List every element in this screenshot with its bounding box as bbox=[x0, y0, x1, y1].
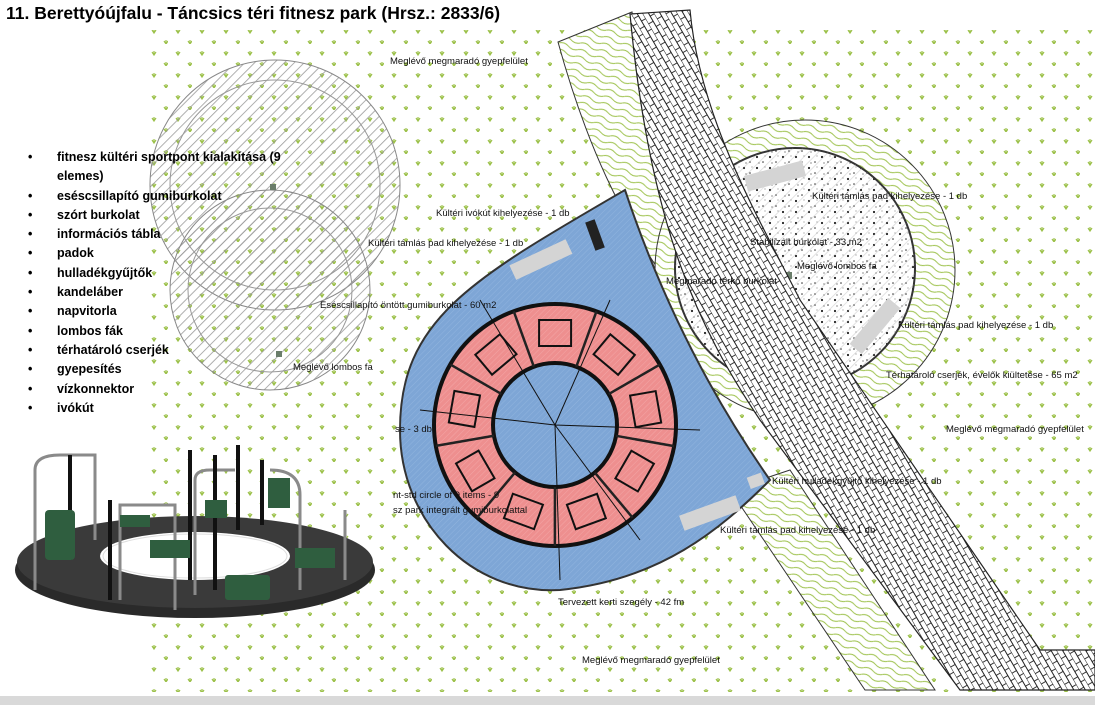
feature-item: napvitorla bbox=[28, 302, 302, 322]
fitness-machine-icon bbox=[592, 332, 637, 377]
feature-item: fitnesz kültéri sportpont kialakítása (9… bbox=[28, 148, 302, 187]
feature-item: kandeláber bbox=[28, 283, 302, 303]
label-grass-right: Meglévő megmaradó gyepfelület bbox=[946, 424, 1084, 435]
label-stabilized: Stabilizált burkolat - 33 m2 bbox=[750, 237, 862, 248]
shrub-band-bottom bbox=[729, 469, 936, 691]
ring-divider bbox=[575, 310, 598, 368]
label-bench-bottom: Kültéri támlás pad kihelyezése - 1 db bbox=[720, 525, 876, 536]
ring-divider bbox=[608, 363, 661, 396]
label-bench-top-right: Kültéri támlás pad kihelyezése - 1 db bbox=[812, 191, 968, 202]
feature-item: padok bbox=[28, 244, 302, 264]
label-circle-line2: sz park integrált gumiburkolattal bbox=[393, 505, 528, 516]
bench-icon bbox=[509, 239, 573, 280]
feature-item: hulladékgyűjtők bbox=[28, 264, 302, 284]
label-shrubs: Térhatároló cserjék, évelők kiültetése -… bbox=[886, 370, 1078, 381]
label-bench-right: Kültéri támlás pad kihelyezése - 1 db bbox=[898, 320, 1054, 331]
feature-item: térhatároló cserjék bbox=[28, 341, 302, 361]
fitness-machine-icon bbox=[565, 492, 608, 531]
bench-icon bbox=[743, 160, 807, 192]
label-grass-bottom: Meglévő megmaradó gyepfelület bbox=[582, 655, 720, 666]
feature-item: esésc­sillapító gumiburkolat bbox=[28, 187, 302, 207]
fitness-machine-icon bbox=[538, 318, 573, 348]
ring-divider bbox=[593, 471, 634, 519]
ring-divider bbox=[512, 310, 536, 368]
ring-divider bbox=[435, 434, 495, 448]
bench-icon bbox=[679, 495, 741, 531]
ring-divider bbox=[476, 471, 517, 519]
label-bench-left: Kültéri támlás pad kihelyezése - 1 db bbox=[368, 238, 524, 249]
ring-divider bbox=[615, 434, 675, 448]
bench-icon bbox=[849, 297, 901, 355]
equipment-render bbox=[15, 445, 375, 618]
label-border: Tervezett kerti szegély - 42 fm bbox=[558, 597, 685, 608]
feature-list: fitnesz kültéri sportpont kialakítása (9… bbox=[28, 148, 302, 418]
fitness-machine-icon bbox=[628, 389, 663, 429]
label-lamp: se - 3 db bbox=[395, 424, 432, 435]
fitness-machine-icon bbox=[447, 389, 482, 429]
feature-item: gyepesítés bbox=[28, 360, 302, 380]
label-tree-right: Meglévő lombos fa bbox=[797, 261, 877, 272]
page-bottom-bar bbox=[0, 696, 1095, 705]
feature-item: vízkonnektor bbox=[28, 380, 302, 400]
feature-item: szórt burkolat bbox=[28, 206, 302, 226]
feature-item: ivókút bbox=[28, 399, 302, 419]
ring-divider bbox=[449, 363, 502, 396]
label-paving: Megmaradó térkő burkolat bbox=[666, 276, 777, 287]
label-bin: Kültéri hulladékgyűjtő kihelyezése - 1 d… bbox=[772, 476, 942, 487]
fitness-machine-icon bbox=[473, 332, 518, 377]
fitness-machine-icon bbox=[613, 449, 656, 493]
label-drinking-fountain: Kültéri ivókút kihelyezése - 1 db bbox=[436, 208, 570, 219]
label-rubber-surface: Esésc­sillapító öntött gumiburkolat - 60… bbox=[320, 300, 497, 311]
feature-item: információs tábla bbox=[28, 225, 302, 245]
label-grass-top: Meglévő megmaradó gyepfelület bbox=[390, 56, 528, 67]
fitness-machine-icon bbox=[502, 492, 545, 531]
paving-band bbox=[629, 9, 1095, 691]
page-title: 11. Berettyóújfalu - Táncsics téri fitne… bbox=[6, 3, 501, 23]
feature-item: lombos fák bbox=[28, 322, 302, 342]
bin-icon bbox=[746, 472, 765, 489]
fitness-machine-icon bbox=[454, 449, 496, 493]
drinking-fountain-icon bbox=[585, 219, 605, 251]
fitness-equipment-ring bbox=[419, 299, 701, 581]
label-tree-left: Meglévő lombos fa bbox=[293, 362, 373, 373]
label-circle-line1: nt-std circle of 9 items - 9 bbox=[393, 490, 500, 501]
